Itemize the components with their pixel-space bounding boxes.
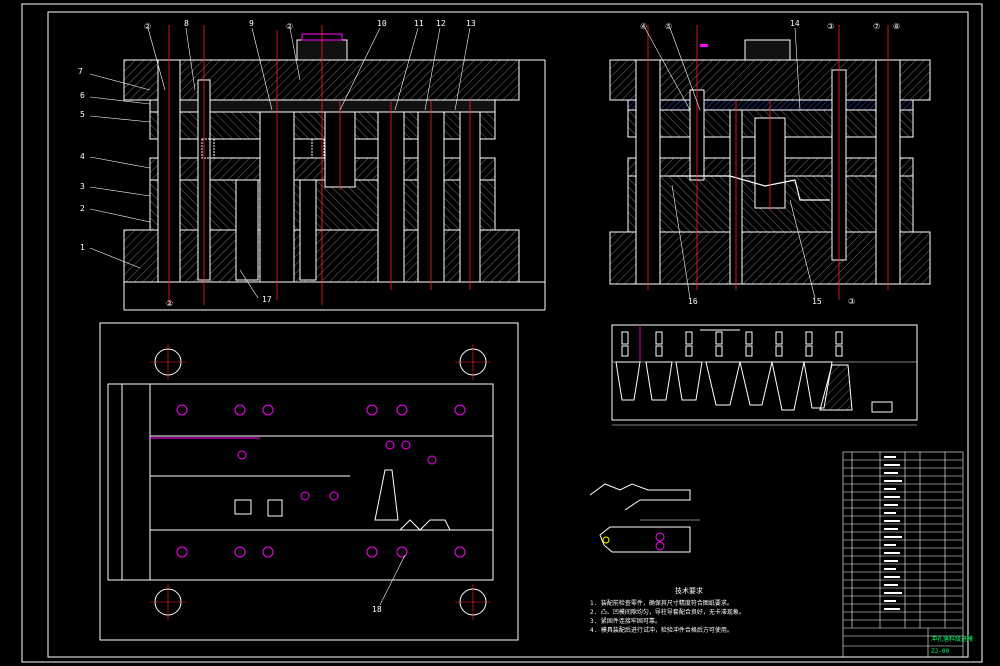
callout-front-top-6: 12	[436, 19, 446, 28]
callout-front-top-4: 10	[377, 19, 387, 28]
callout-front-top-5: 11	[414, 19, 424, 28]
plan-view	[99, 322, 519, 641]
note-line-2: 2. 凸、凹模间隙均匀，导柱导套配合良好，无卡滞现象。	[590, 609, 745, 616]
strip-layout-view	[611, 324, 918, 426]
plan-leader-18	[379, 554, 406, 606]
callout-front-top-1: 8	[184, 19, 189, 28]
title-block-glyphs	[884, 456, 902, 610]
side-section-view	[609, 25, 931, 300]
callout-front-top-0: ②	[144, 22, 152, 31]
callout-side-top-2: 14	[790, 19, 800, 28]
callout-front-bottom-0: ②	[166, 299, 174, 308]
title-block-grid	[842, 451, 964, 658]
callout-plan: 18	[372, 605, 382, 614]
callout-front-left-3: 4	[80, 152, 85, 161]
callout-side-top-0: ④	[640, 22, 648, 31]
title-block-title: 冲孔落料级进模	[931, 636, 974, 643]
callout-front-left-2: 5	[80, 110, 85, 119]
callout-side-top-5: ⑧	[893, 22, 901, 31]
callout-front-left-5: 2	[80, 204, 85, 213]
notes-title: 技术要求	[675, 587, 703, 595]
callout-side-top-3: ③	[827, 22, 835, 31]
callout-front-left-0: 7	[78, 67, 83, 76]
part-drawing	[589, 483, 700, 553]
plan-centermarks	[150, 344, 491, 620]
callout-side-bottom-2: ③	[848, 297, 856, 306]
part-notch	[602, 536, 610, 544]
inner-border	[47, 11, 969, 658]
plan-screw-holes	[176, 404, 466, 558]
callout-front-bottom-1: 17	[262, 295, 272, 304]
callout-side-top-4: ⑦	[873, 22, 881, 31]
callout-front-left-4: 3	[80, 182, 85, 191]
callout-front-left-1: 6	[80, 91, 85, 100]
callout-front-top-7: 13	[466, 19, 476, 28]
note-line-4: 4. 模具装配后进行试冲，检验冲件合格后方可使用。	[590, 627, 733, 634]
outer-border	[21, 3, 983, 663]
note-line-1: 1. 装配前检查零件，确保其尺寸精度符合图纸要求。	[590, 600, 733, 607]
callout-side-top-1: ⑤	[665, 22, 673, 31]
callout-front-top-3: ②	[286, 22, 294, 31]
note-line-3: 3. 紧固件连接牢固可靠。	[590, 618, 661, 625]
strip-holes	[621, 331, 843, 357]
part-holes	[655, 532, 665, 551]
callout-side-bottom-0: 16	[688, 297, 698, 306]
callout-front-left-6: 1	[80, 243, 85, 252]
callout-side-bottom-1: 15	[812, 297, 822, 306]
front-section-view	[89, 25, 546, 311]
title-block-drawing-no: ZJ-00	[931, 648, 950, 655]
callout-front-top-2: 9	[249, 19, 254, 28]
plan-guide-bores	[154, 348, 487, 616]
